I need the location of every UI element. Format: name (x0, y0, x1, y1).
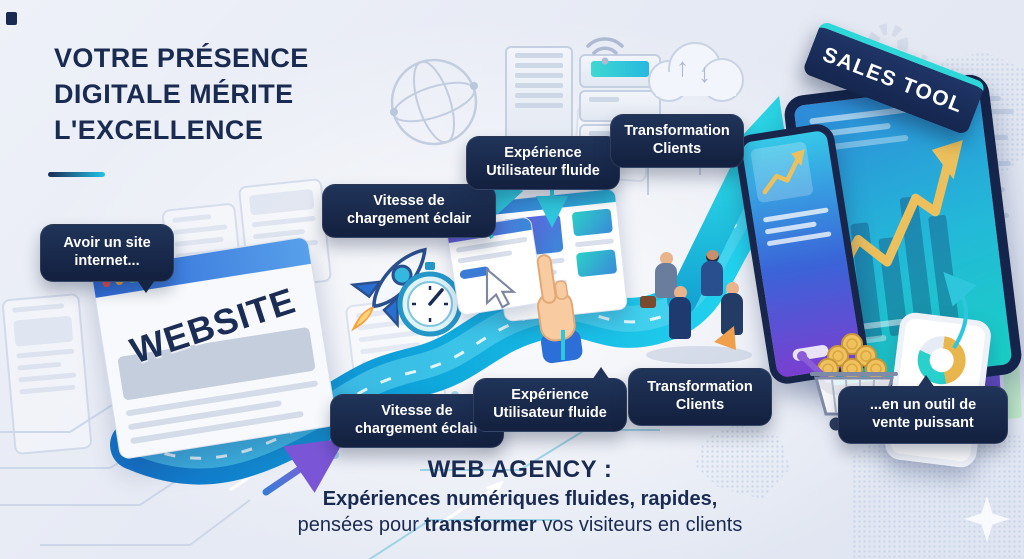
phone-illustration (732, 121, 872, 387)
footer-text: WEB AGENCY : Expériences numériques flui… (180, 456, 860, 537)
title-word: L'EXCELLENCE (54, 115, 264, 146)
upload-arrow-icon: ↑ (676, 52, 689, 82)
badge-speed-top: Vitesse de chargement éclair (322, 184, 496, 238)
title-underline (48, 172, 105, 177)
title-word: DIGITALE (54, 79, 182, 110)
corner-chip (6, 12, 17, 25)
badge-text: Vitesse de chargement éclair (354, 403, 480, 437)
bubble-ux-bottom: Expérience Utilisateur fluide (473, 367, 627, 432)
badge-ux-top: Expérience Utilisateur fluide (466, 136, 620, 190)
badge-text: Expérience Utilisateur fluide (486, 145, 600, 179)
rocket-icon (349, 247, 427, 332)
purple-arrow-icon (262, 438, 346, 496)
page-title: VOTRE PRÉSENCE DIGITALE MÉRITE L'EXCELLE… (54, 40, 384, 149)
orange-arrow-icon (714, 326, 736, 350)
badge-transform-bottom: Transformation Clients (628, 368, 772, 426)
person-figure (668, 286, 692, 339)
bubble-have-site: Avoir un site internet... (40, 224, 174, 293)
person-figure (700, 250, 724, 296)
bubble-tail (137, 280, 155, 293)
bubble-text: ...en un outil de vente puissant (869, 397, 977, 431)
cloud-shape (642, 36, 746, 106)
server-screen (591, 61, 649, 77)
wifi-icon (586, 37, 624, 65)
cloud-sync-icon: ↑ ↓ (642, 36, 746, 106)
title-word: PRÉSENCE (156, 43, 309, 73)
bubble-sales-outcome: ...en un outil de vente puissant (838, 375, 1008, 444)
bubble-tail (592, 367, 610, 380)
badge-text: Transformation Clients (624, 123, 730, 157)
server-box (579, 54, 661, 88)
footer-line2: pensées pour transformer vos visiteurs e… (180, 514, 860, 537)
footer-line2-post: vos visiteurs en clients (536, 514, 743, 536)
badge-text: Vitesse de chargement éclair (346, 193, 472, 227)
globe-icon (390, 58, 478, 146)
bubble-text: Expérience Utilisateur fluide (493, 387, 607, 421)
badge-transform-top: Transformation Clients (610, 114, 744, 168)
rocket-stopwatch-illustration (349, 247, 463, 337)
footer-line2-bold: transformer (424, 514, 537, 536)
title-word: MÉRITE (189, 79, 294, 110)
person-figure (654, 252, 678, 298)
stopwatch-icon (397, 262, 463, 337)
people-group-illustration (640, 250, 760, 368)
footer-line2-pre: pensées pour (297, 514, 425, 536)
bubble-text: Avoir un site internet... (63, 235, 151, 269)
footer-heading: WEB AGENCY : (427, 456, 613, 483)
briefcase-icon (640, 296, 656, 308)
group-shadow (646, 346, 752, 364)
title-word: VOTRE (54, 43, 150, 73)
bubble-tail (917, 375, 935, 388)
footer-line1: Expériences numériques fluides, rapides, (322, 488, 718, 510)
mouse-cursor-icon (485, 268, 517, 309)
person-figure (720, 282, 744, 335)
download-arrow-icon: ↓ (698, 58, 711, 88)
badge-text: Transformation Clients (647, 379, 753, 413)
phone-mini-chart (750, 141, 813, 203)
